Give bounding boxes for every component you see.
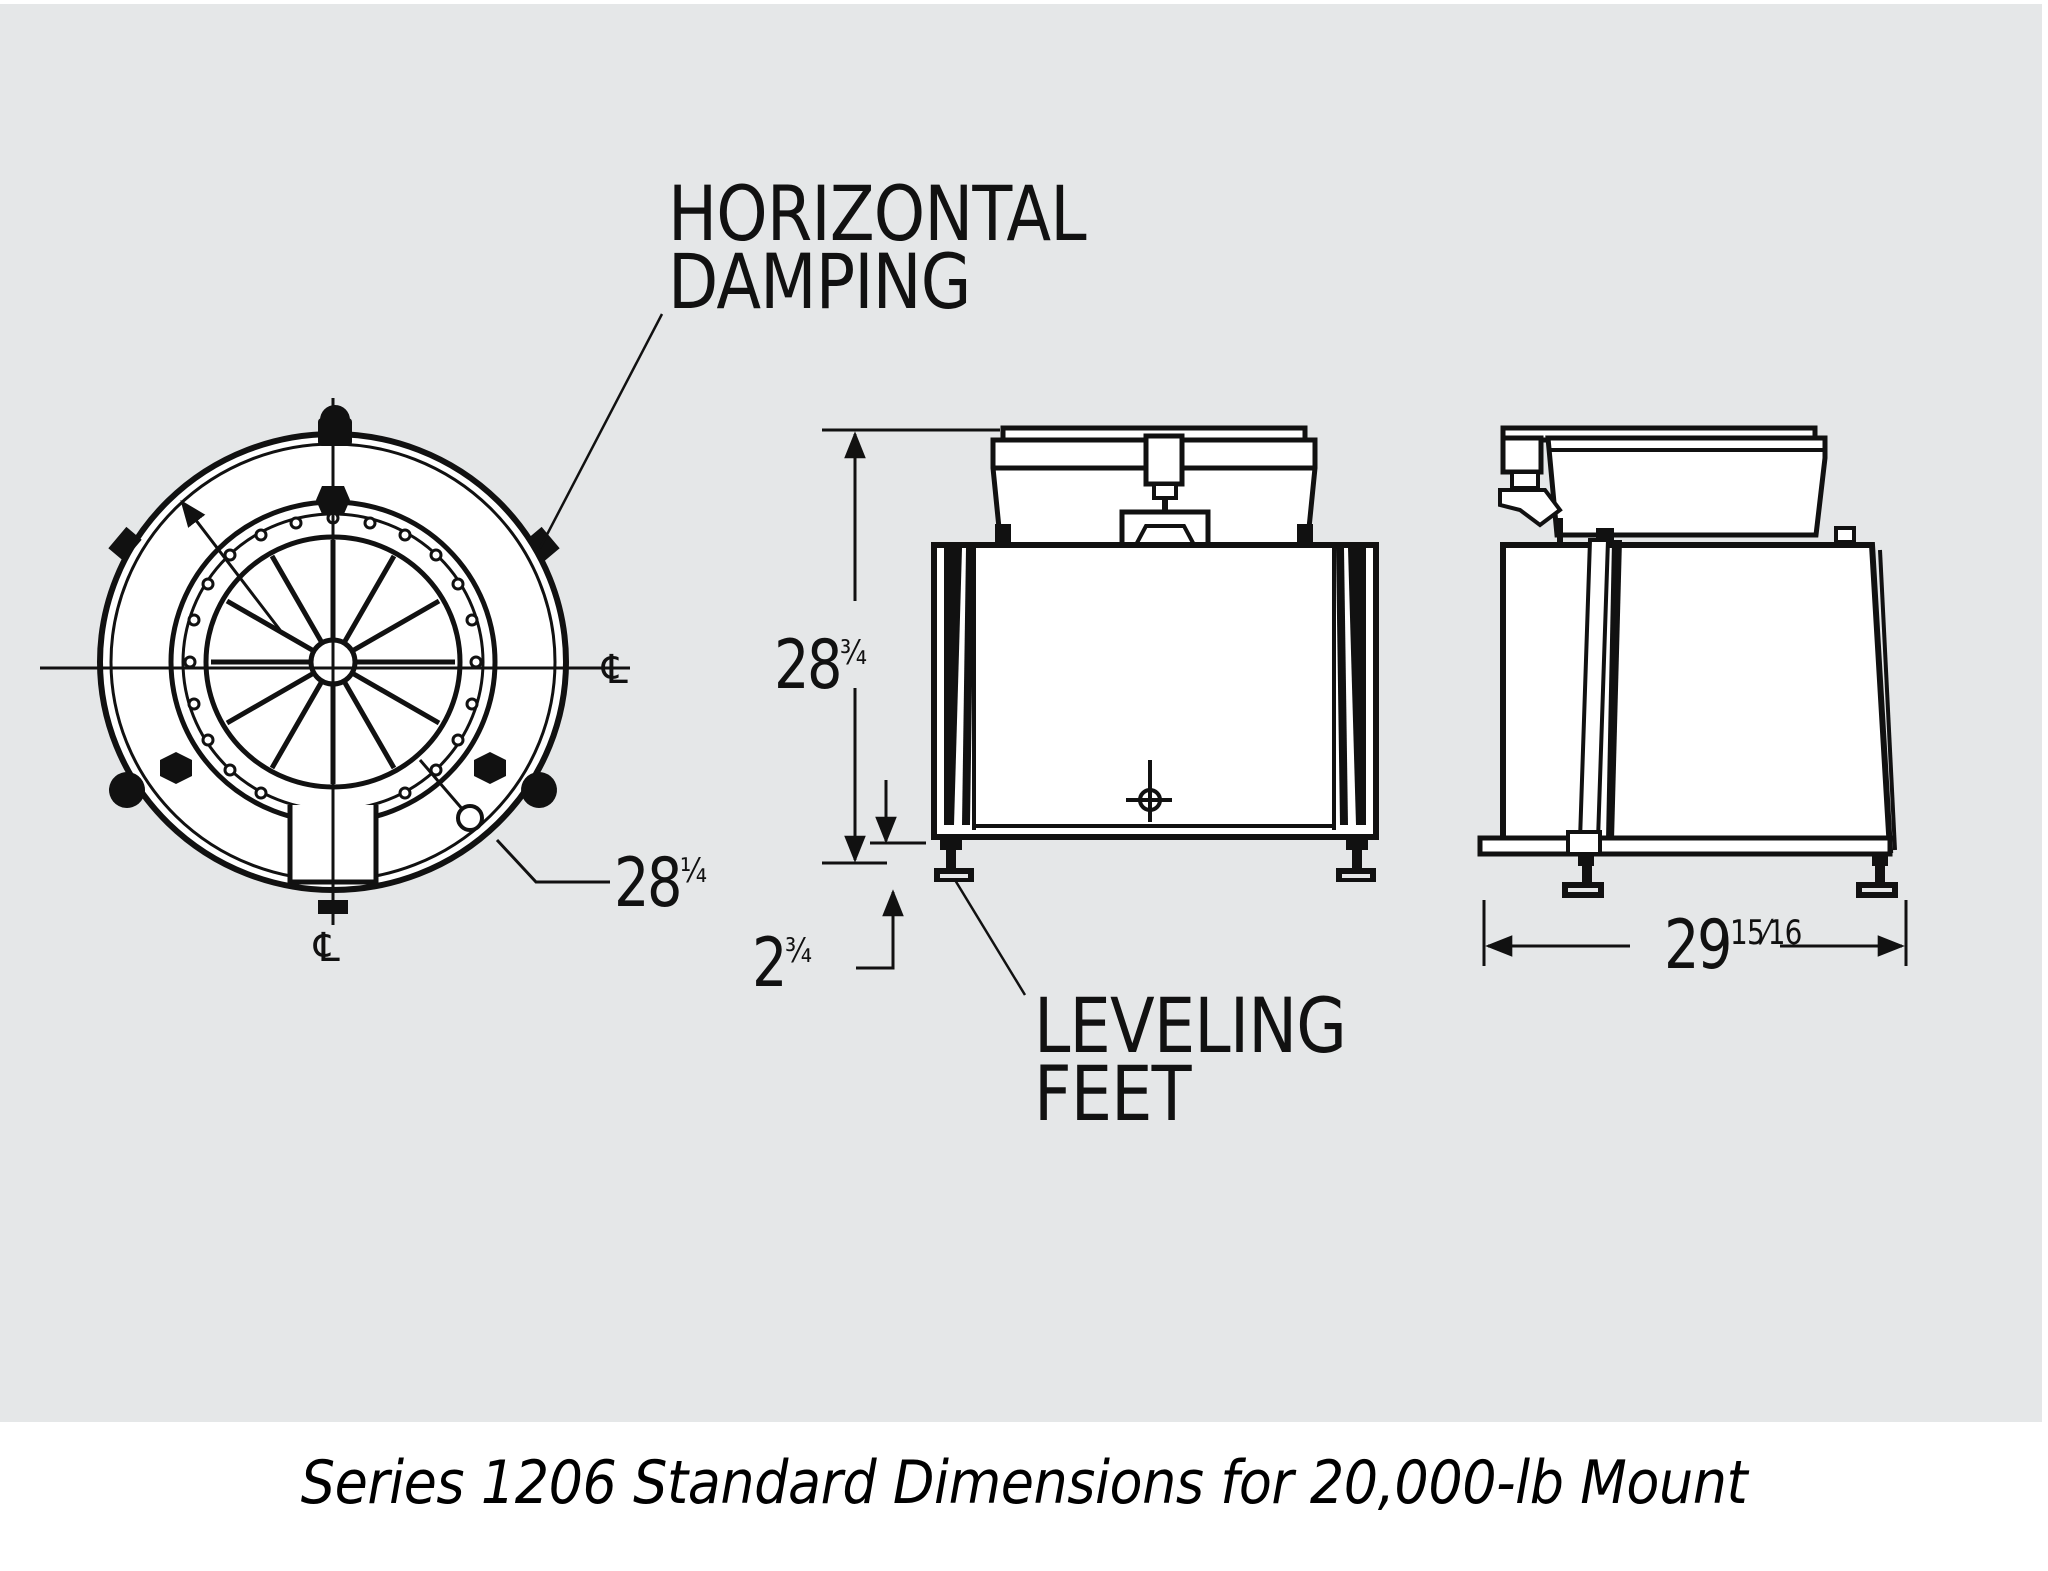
figure-caption: Series 1206 Standard Dimensions for 20,0…	[300, 1448, 1748, 1518]
front-view	[822, 425, 1379, 996]
center-of-gravity-icon	[1126, 760, 1172, 822]
width-dimension	[1482, 900, 1908, 966]
width-dimension-label: 2915⁄16	[1664, 912, 1802, 980]
height-fraction: ¾	[840, 633, 867, 673]
horizontal-damping-label-line2: DAMPING	[668, 237, 971, 326]
diameter-fraction: ¼	[680, 851, 707, 891]
width-whole: 29	[1664, 906, 1732, 985]
centerline-symbol-horizontal: ℄	[602, 647, 628, 693]
height-whole: 28	[774, 626, 842, 705]
height-dimension-label: 28¾	[774, 632, 867, 700]
foot-height-dimension-label: 2¾	[752, 930, 812, 998]
leveling-feet-front	[934, 838, 1376, 882]
centerline-symbol-vertical: ℄	[314, 925, 340, 971]
horizontal-damping-label-line1: HORIZONTAL	[668, 169, 1087, 258]
leveling-feet-side	[1562, 856, 1898, 898]
diameter-whole: 28	[614, 844, 682, 923]
top-view	[40, 313, 664, 925]
side-view	[1477, 425, 1908, 966]
height-dimension	[822, 428, 1000, 970]
leveling-feet-label-line2: FEET	[1034, 1049, 1192, 1138]
leveling-feet-label-line1: LEVELING	[1034, 981, 1347, 1070]
width-fraction: 15⁄16	[1730, 913, 1802, 953]
diameter-dimension-label: 28¼	[614, 850, 707, 918]
foot-height-fraction: ¾	[785, 931, 812, 971]
foot-height-whole: 2	[752, 924, 787, 1003]
